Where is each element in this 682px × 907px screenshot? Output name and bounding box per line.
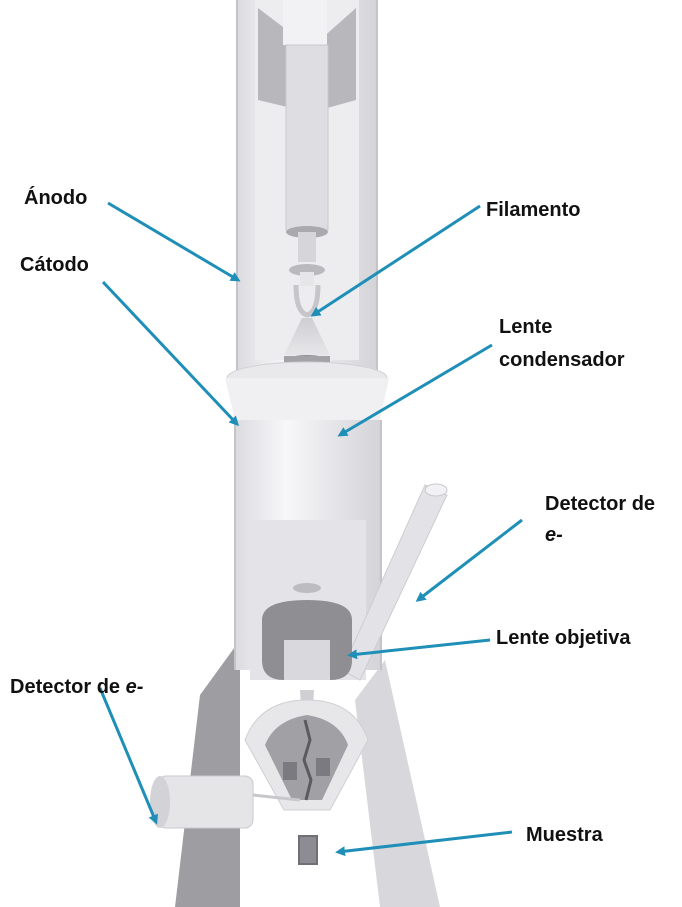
label-lente-condensador-line2: condensador [499,346,625,374]
label-catodo: Cátodo [20,251,89,279]
label-detector-right-line1: Detector de [545,490,655,518]
arrow-anodo [108,203,238,280]
label-lente-objetiva: Lente objetiva [496,624,630,652]
label-detector-left: Detector de e- [10,673,143,701]
label-detector-left-e: e- [126,676,144,698]
label-lente-condensador-line1: Lente [499,313,552,341]
label-detector-right-e: e- [545,524,563,546]
pole-piece-cone [245,700,368,810]
label-detector-left-prefix: Detector de [10,676,126,698]
label-filamento: Filamento [486,196,580,224]
arrow-detector-right [418,520,522,600]
label-muestra: Muestra [526,821,603,849]
sample [298,835,318,865]
label-detector-right-line2: e- [545,521,563,549]
arrow-catodo [103,282,237,424]
label-anodo: Ánodo [24,184,87,212]
arrow-detector-left [100,688,156,822]
